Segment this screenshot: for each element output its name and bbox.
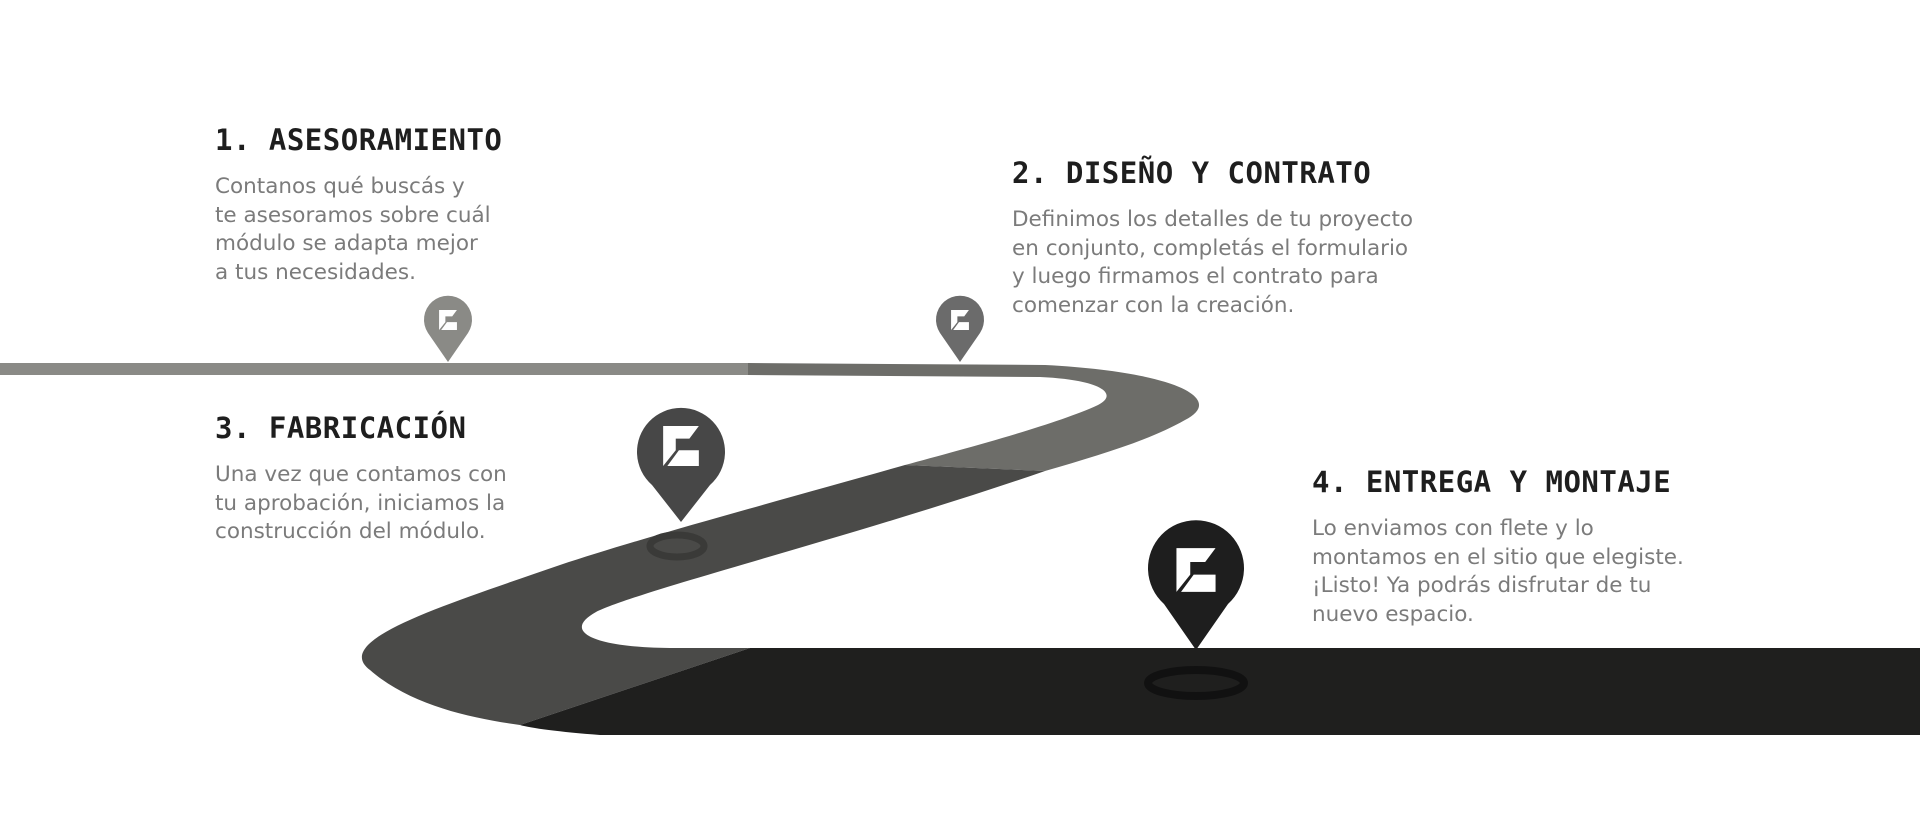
step-3-fabricacion: 3. FABRICACIÓN Una vez que contamos con … [215, 411, 507, 547]
step-title: 2. DISEÑO Y CONTRATO [1012, 156, 1372, 190]
pin-marker-2 [936, 295, 984, 362]
step-title: 4. ENTREGA Y MONTAJE [1312, 465, 1672, 499]
road-segment-bend [748, 363, 1200, 471]
step-title: 1. ASESORAMIENTO [215, 123, 503, 157]
pin-marker-1 [424, 295, 473, 362]
step-description: Contanos qué buscás y te asesoramos sobr… [215, 174, 491, 285]
pin-shadow [1144, 666, 1248, 700]
step-2-diseno-y-contrato: 2. DISEÑO Y CONTRATO Definimos los detal… [1012, 156, 1413, 320]
step-1-asesoramiento: 1. ASESORAMIENTO Contanos qué buscás y t… [215, 123, 502, 287]
step-description: Lo enviamos con flete y lo montamos en e… [1312, 516, 1684, 627]
pin-marker-3 [637, 407, 725, 561]
pin-shadow [646, 531, 708, 561]
step-description: Una vez que contamos con tu aprobación, … [215, 462, 507, 544]
step-title: 3. FABRICACIÓN [215, 411, 467, 445]
step-4-entrega-y-montaje: 4. ENTREGA Y MONTAJE Lo enviamos con fle… [1312, 465, 1684, 629]
road-segment-straight-far [0, 363, 750, 375]
road-segment-s-curve [361, 465, 1045, 725]
step-description: Definimos los detalles de tu proyecto en… [1012, 207, 1414, 318]
pin-marker-4 [1144, 520, 1248, 700]
